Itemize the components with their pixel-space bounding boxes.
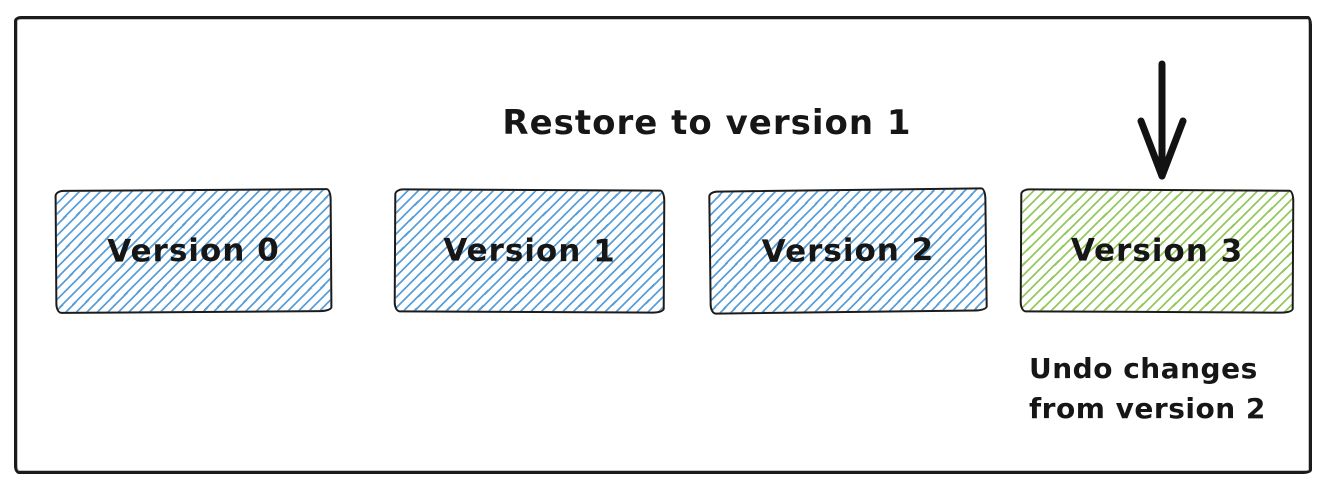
version-box-0: Version 0	[54, 188, 333, 314]
down-arrow-icon	[1137, 60, 1187, 180]
annotation-line-1: Undo changes	[1029, 352, 1258, 385]
diagram-title: Restore to version 1	[502, 103, 912, 143]
version-box-label: Version 0	[107, 232, 280, 270]
version-box-label: Version 3	[1070, 232, 1244, 270]
version-box-label: Version 2	[761, 231, 935, 271]
version-box-3: Version 3	[1019, 188, 1295, 314]
annotation-line-2: from version 2	[1029, 392, 1266, 425]
annotation-note: Undo changes from version 2	[1029, 349, 1266, 429]
version-box-2: Version 2	[708, 187, 988, 315]
version-box-label: Version 1	[443, 232, 616, 270]
outer-frame: Restore to version 1 Version 0 Version 1…	[14, 16, 1312, 474]
version-box-1: Version 1	[393, 188, 666, 314]
